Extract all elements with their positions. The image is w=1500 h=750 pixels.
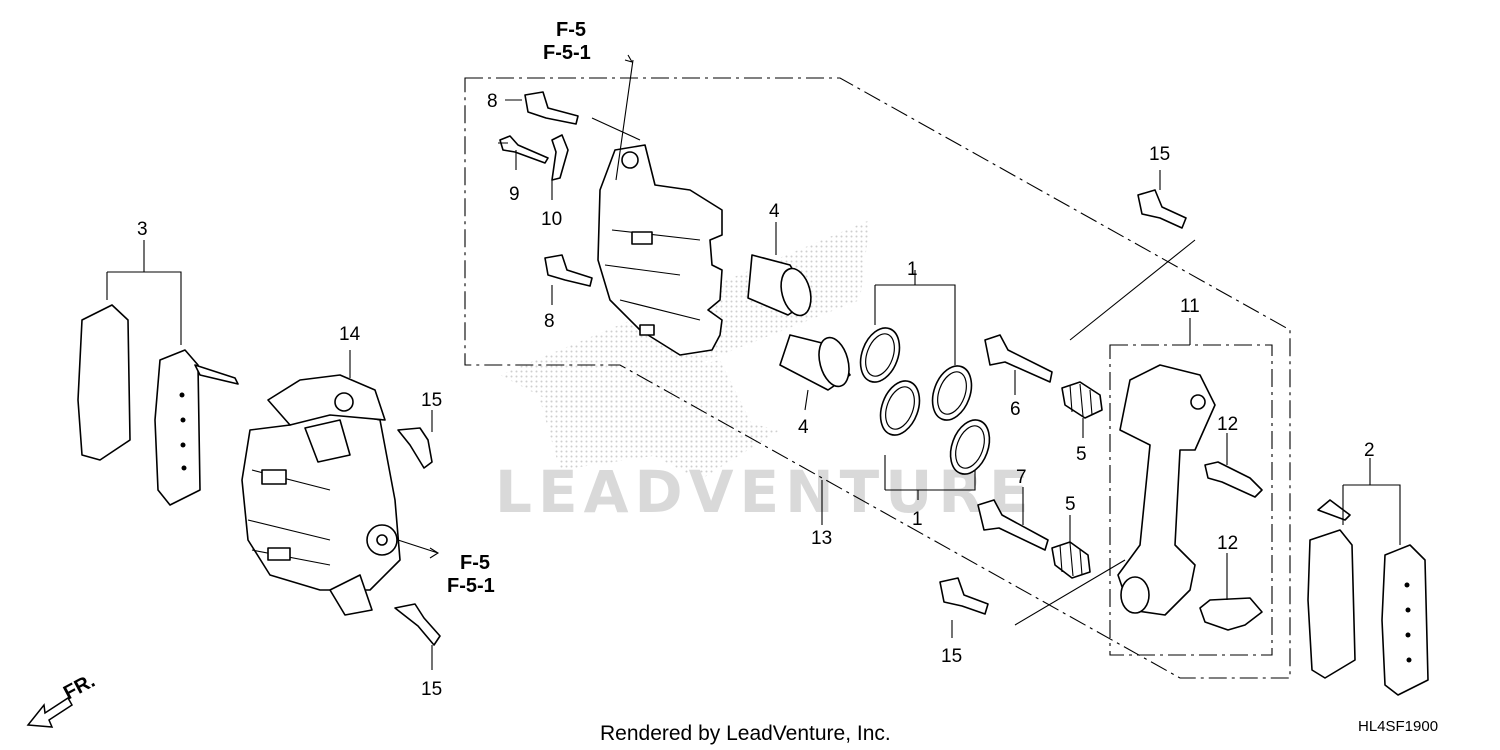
assembly-11-boundary [1109,344,1273,656]
piston-seals [859,270,991,500]
ref-top-line2: F-5-1 [543,42,591,64]
label-5b: 5 [1065,494,1076,515]
render-credit: Rendered by LeadVenture, Inc. [600,722,891,745]
label-13: 13 [811,528,832,549]
leader-lines [431,59,1228,670]
label-5a: 5 [1076,444,1087,465]
ref-mid-line1: F-5 [460,552,490,574]
front-arrow-icon [26,696,74,728]
bolt-15-left-upper [397,427,433,469]
pad-spring-upper [1204,461,1263,498]
label-10: 10 [541,209,562,230]
bolt-15-bottom [939,577,989,615]
brake-pad-set-2 [1307,458,1429,696]
bolt-15-left-lower [394,603,441,646]
label-3: 3 [137,219,148,240]
label-9: 9 [509,184,520,205]
ref-arrow-mid [397,539,440,559]
label-15d: 15 [941,646,962,667]
bolt-8-upper [524,91,579,125]
pin-boot-upper [1061,381,1103,419]
label-11: 11 [1180,296,1200,317]
caliper-bracket [1117,364,1216,616]
part-labels: 1 1 2 3 4 4 5 5 6 7 8 8 9 10 11 12 12 13… [137,91,1375,700]
label-8b: 8 [544,311,555,332]
brake-pad-set-3 [77,240,239,506]
bolt-8-lower [544,254,593,287]
diagram-code: HL4SF1900 [1358,718,1438,735]
pin-boot-lower [1051,541,1091,579]
watermark-text: LEADVENTURE [495,458,1035,526]
ref-arrow-top [624,54,634,63]
reference-labels: F-5 F-5-1 F-5 F-5-1 [447,19,591,597]
label-15c: 15 [421,679,442,700]
label-15a: 15 [1149,144,1170,165]
label-4b: 4 [798,417,809,438]
label-7: 7 [1016,467,1027,488]
front-direction-marker: FR. [26,670,99,728]
piston-upper [747,254,812,317]
label-15b: 15 [421,390,442,411]
pad-spring-lower [1199,597,1263,631]
bleeder-screw-9 [499,135,549,164]
assembly-13-boundary [464,77,1291,679]
slide-pin-7 [977,499,1049,551]
piston-lower [779,334,851,391]
label-8a: 8 [487,91,498,112]
bleeder-cap-10 [551,134,569,181]
ref-mid-line2: F-5-1 [447,575,495,597]
label-12a: 12 [1217,414,1238,435]
bolt-15-top [1137,189,1187,229]
label-4a: 4 [769,201,780,222]
label-1b: 1 [912,509,923,530]
caliper-body [597,144,723,356]
label-1a: 1 [907,259,918,280]
label-12b: 12 [1217,533,1238,554]
label-6: 6 [1010,399,1021,420]
caliper-assembly-14 [241,350,401,616]
label-2: 2 [1364,440,1375,461]
label-14: 14 [339,324,361,345]
ref-top-line1: F-5 [556,19,586,41]
slide-pin-6 [984,334,1053,383]
